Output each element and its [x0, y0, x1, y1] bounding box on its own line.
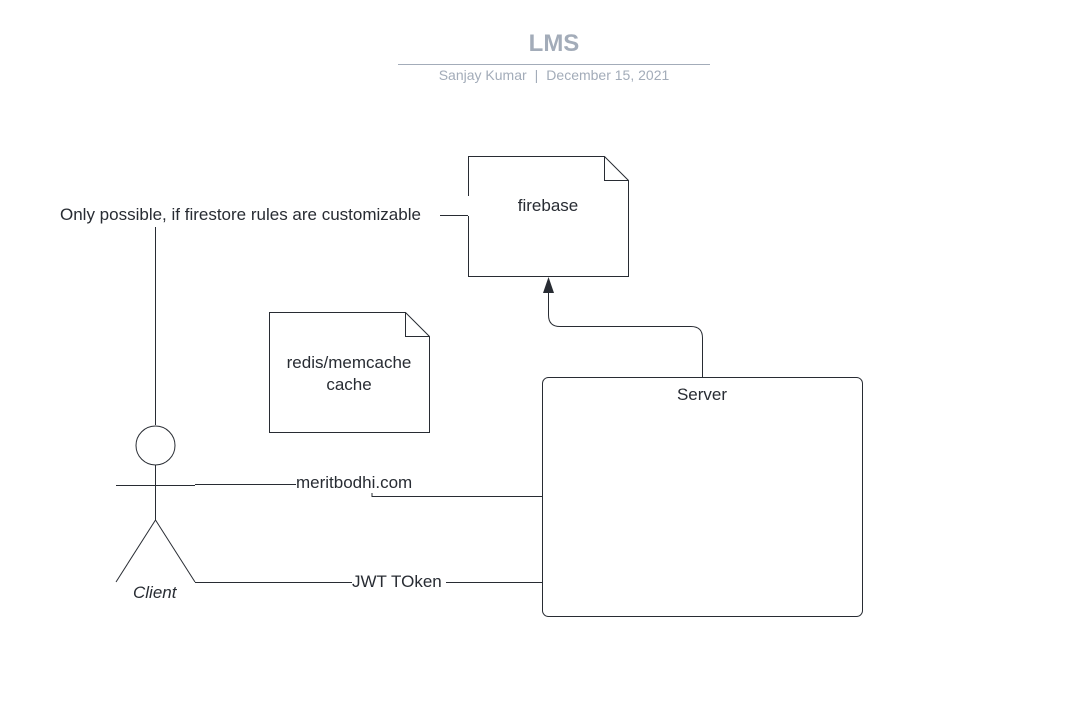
cache-node[interactable]	[269, 312, 430, 433]
server-node[interactable]	[542, 377, 863, 617]
jwt-label: JWT TOken	[352, 572, 442, 592]
document-date: December 15, 2021	[546, 67, 670, 83]
document-meta: Sanjay Kumar | December 15, 2021	[398, 67, 710, 83]
domain-label: meritbodhi.com	[296, 473, 413, 493]
arrowhead-icon	[543, 277, 554, 293]
cache-label-line2: cache	[326, 375, 372, 394]
author-name: Sanjay Kumar	[438, 67, 527, 83]
cache-label: redis/memcache cache	[272, 352, 426, 396]
page-title: LMS	[528, 30, 580, 57]
firebase-label: firebase	[468, 196, 628, 216]
cache-label-line1: redis/memcache	[286, 353, 412, 372]
title-divider	[398, 64, 710, 65]
firestore-note-label: Only possible, if firestore rules are cu…	[60, 205, 421, 225]
server-label: Server	[676, 385, 728, 404]
client-actor-icon[interactable]	[115, 425, 196, 583]
meta-separator: |	[534, 67, 539, 83]
server-to-firebase-connector[interactable]	[548, 292, 703, 378]
firebase-node-fold	[604, 156, 629, 181]
cache-node-fold	[405, 312, 430, 337]
firebase-node[interactable]	[468, 156, 629, 277]
client-label: Client	[133, 583, 177, 602]
